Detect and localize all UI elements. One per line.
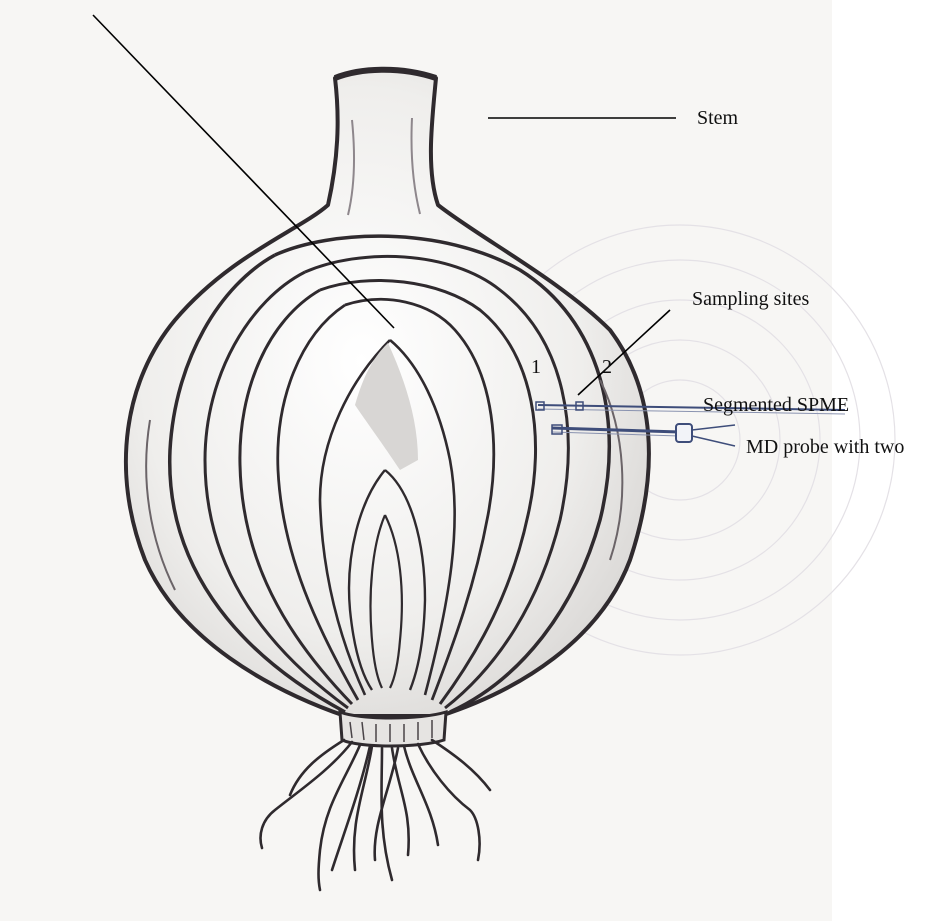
label-segmented-spme: Segmented SPME	[703, 395, 849, 415]
label-site-1: 1	[531, 357, 541, 377]
label-sampling-sites: Sampling sites	[692, 289, 809, 309]
label-site-2: 2	[602, 357, 612, 377]
label-stem: Stem	[697, 108, 738, 128]
label-md-probe: MD probe with two	[746, 437, 904, 457]
